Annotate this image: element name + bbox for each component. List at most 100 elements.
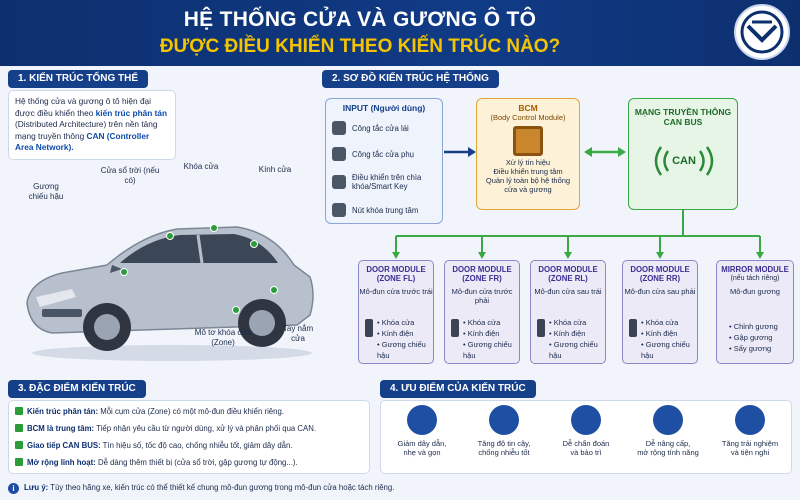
arch-text-highlight1: kiến trúc phân tán [95,107,168,118]
check-icon [15,424,23,432]
header-banner: HỆ THỐNG CỬA VÀ GƯƠNG Ô TÔ ĐƯỢC ĐIỀU KHI… [0,0,800,66]
chip-icon [513,126,543,156]
module-title: DOOR MODULE (ZONE FR) [452,265,512,283]
module-item: • Gương chiếu hậu [377,340,426,360]
module-item: • Gương chiếu hậu [549,340,598,360]
module-title: DOOR MODULE (ZONE FL) [366,265,426,283]
module-item: • Khóa cửa [463,318,501,327]
module-subtitle: (nếu tách riêng) [730,275,780,282]
module-item: • Sấy gương [729,344,772,353]
module-item: • Khóa cửa [641,318,679,327]
handle-marker [270,286,278,294]
driver-switch-icon [332,121,346,135]
can-label: CAN [672,155,696,167]
module-item: • Kính điện [641,329,678,338]
module-item: • Gập gương [729,333,773,342]
door-module-fr: DOOR MODULE (ZONE FR) Mô-đun cửa trước p… [444,260,520,364]
door-module-rr: DOOR MODULE (ZONE RR) Mô-đun cửa sau phả… [622,260,698,364]
bcm-line: Xử lý tín hiệu [505,158,551,167]
section4-title: 4. ƯU ĐIỂM CỦA KIẾN TRÚC [380,380,536,398]
input-title: INPUT (Người dùng) [342,103,426,113]
feature-item: Kiến trúc phân tán: Mỗi cụm cửa (Zone) c… [15,407,284,417]
sunroof-marker [166,232,174,240]
note-text: Tùy theo hãng xe, kiến trúc có thể thiết… [48,483,395,492]
input-item: Công tắc cửa phụ [332,147,414,161]
architecture-description: Hệ thống cửa và gương ô tô hiện đại được… [8,90,176,160]
section3-title: 3. ĐẶC ĐIỂM KIẾN TRÚC [8,380,146,398]
features-box: Kiến trúc phân tán: Mỗi cụm cửa (Zone) c… [8,400,370,474]
section2-title: 2. SƠ ĐỒ KIẾN TRÚC HỆ THỐNG [322,70,499,88]
car-illustration [26,226,314,361]
label-glass: Kính cửa [258,165,292,174]
advantage-item: Giảm dây dẫn,nhẹ và gọn [381,405,463,457]
bcm-box: BCM (Body Control Module) Xử lý tín hiệu… [476,98,580,210]
module-item: • Chỉnh gương [729,322,778,331]
user-experience-icon [735,405,765,435]
advantages-box: Giảm dây dẫn,nhẹ và gọn Tăng độ tin cậy,… [380,400,792,474]
growth-chart-icon [653,405,683,435]
module-desc: Mô-đun cửa trước phải [451,287,513,305]
lock-marker [210,224,218,232]
note-label: Lưu ý: [24,483,49,492]
arch-text-highlight2: CAN (Controller Area Network). [15,130,150,153]
module-title: MIRROR MODULE [721,265,789,274]
bcm-line: Điều khiển trung tâm [493,167,563,176]
mirror-marker [120,268,128,276]
door-switch-icon [365,319,373,337]
advantage-item: Tăng độ tin cậy,chống nhiễu tốt [463,405,545,457]
central-lock-button-icon [332,203,346,217]
feature-item: BCM là trung tâm: Tiếp nhận yêu cầu từ n… [15,424,316,434]
check-icon [15,407,23,415]
tools-icon [571,405,601,435]
bcm-title: BCM [518,103,538,113]
arch-text-pre: Hệ thống cửa và gương ô tô hiện đại được… [15,96,152,118]
check-icon [15,441,23,449]
can-title: MẠNG TRUYỀN THÔNG CAN BUS [634,107,732,127]
module-desc: Mô-đun gương [730,287,780,296]
door-switch-icon [451,319,459,337]
module-item: • Khóa cửa [549,318,587,327]
can-signal-icon [654,146,714,176]
feature-item: Mở rộng linh hoạt: Dễ dàng thêm thiết bị… [15,458,298,468]
module-item: • Gương chiếu hậu [463,340,512,360]
label-handle: Tay nắm cửa [282,324,314,343]
bcm-subtitle: (Body Control Module) [490,113,566,122]
glass-marker [250,240,258,248]
bcm-line: Quản lý toàn bộ hệ thống [485,176,571,185]
wire-icon [407,405,437,435]
arch-text-mid: (Distributed Architecture) trên nền tảng… [15,119,158,141]
module-item: • Kính điện [549,329,586,338]
module-item: • Kính điện [377,329,414,338]
label-motor: Mô tơ khóa cửa (Zone) [194,328,252,347]
title-line2: ĐƯỢC ĐIỀU KHIỂN THEO KIẾN TRÚC NÀO? [159,36,561,57]
module-desc: Mô-đun cửa sau phải [624,287,696,296]
shield-check-icon [489,405,519,435]
feature-item: Giao tiếp CAN BUS: Tín hiệu số, tốc độ c… [15,441,293,451]
label-sunroof: Cửa sổ trời (nếu có) [100,166,160,185]
module-title: DOOR MODULE (ZONE RL) [538,265,598,283]
check-icon [15,458,23,466]
advantage-item: Dễ nâng cấp,mở rộng tính năng [627,405,709,457]
door-switch-icon [537,319,545,337]
module-item: • Gương chiếu hậu [641,340,690,360]
module-item: • Khóa cửa [377,318,415,327]
can-bus-box: MẠNG TRUYỀN THÔNG CAN BUS CAN [628,98,738,210]
module-desc: Mô-đun cửa trước trái [359,287,433,296]
label-lock: Khóa cửa [183,162,219,171]
mirror-module: MIRROR MODULE (nếu tách riêng) Mô-đun gư… [716,260,794,364]
module-title: DOOR MODULE (ZONE RR) [630,265,690,283]
module-item: • Kính điện [463,329,500,338]
motor-marker [232,306,240,314]
module-desc: Mô-đun cửa sau trái [534,287,602,296]
input-box: INPUT (Người dùng) Công tắc cửa lái Công… [325,98,443,224]
section1-title: 1. KIẾN TRÚC TỔNG THỂ [8,70,149,88]
input-item: Công tắc cửa lái [332,121,409,135]
door-switch-icon [629,319,637,337]
passenger-switch-icon [332,147,346,161]
title-line1: HỆ THỐNG CỬA VÀ GƯƠNG Ô TÔ [183,8,537,31]
input-item: Điều khiển trên chìa khóa/Smart Key [332,173,440,191]
door-module-rl: DOOR MODULE (ZONE RL) Mô-đun cửa sau trá… [530,260,606,364]
bcm-line: cửa và gương [504,185,552,194]
